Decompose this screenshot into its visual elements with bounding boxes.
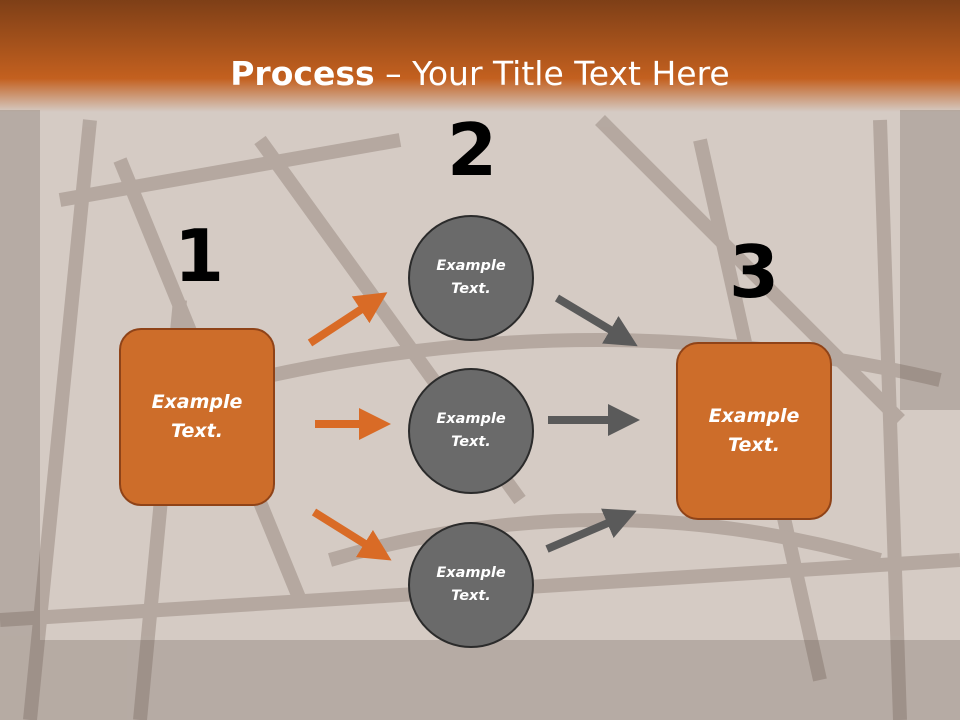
title-bold: Process — [230, 54, 375, 93]
slide-title: Process – Your Title Text Here — [0, 52, 960, 96]
step-2-circle-middle[interactable]: Example Text. — [408, 368, 534, 494]
circle-top-text: Example Text. — [436, 258, 506, 297]
arrow-2a-to-3 — [554, 294, 638, 347]
step-1-text: Example Text. — [151, 391, 243, 442]
arrow-1-to-2c — [311, 508, 392, 561]
step-number-2: 2 — [446, 108, 498, 192]
title-bar — [0, 0, 960, 112]
step-3-text: Example Text. — [708, 405, 800, 456]
circle-bottom-text: Example Text. — [436, 565, 506, 604]
step-3-box[interactable]: Example Text. — [676, 342, 832, 520]
step-2-circle-top[interactable]: Example Text. — [408, 215, 534, 341]
step-number-3: 3 — [728, 230, 780, 314]
arrow-2c-to-3 — [545, 508, 637, 553]
step-number-1: 1 — [173, 214, 225, 298]
circle-middle-text: Example Text. — [436, 411, 506, 450]
step-1-box[interactable]: Example Text. — [119, 328, 275, 506]
step-2-circle-bottom[interactable]: Example Text. — [408, 522, 534, 648]
title-rest: – Your Title Text Here — [374, 54, 730, 93]
arrow-1-to-2a — [307, 292, 388, 347]
